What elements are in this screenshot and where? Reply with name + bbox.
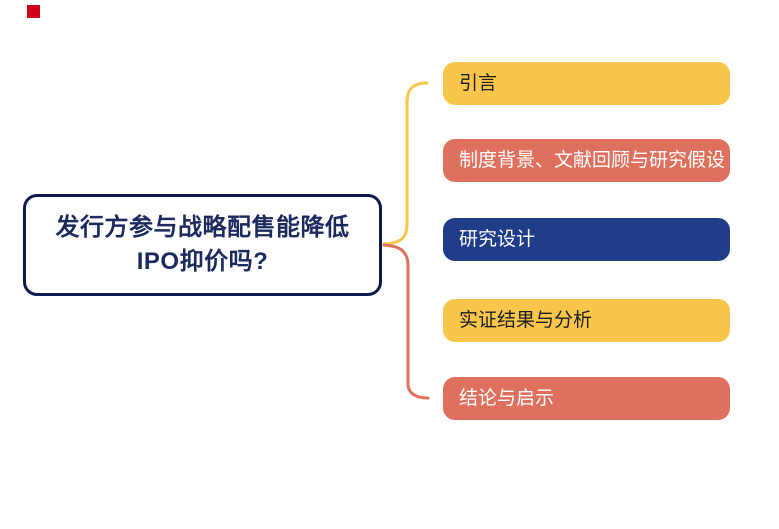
connector-brace-top bbox=[382, 81, 429, 246]
central-topic-line2: IPO抑价吗? bbox=[136, 248, 269, 275]
branch-node-empirical-results[interactable]: 实证结果与分析 bbox=[443, 299, 730, 342]
connector-brace-bottom bbox=[382, 243, 430, 400]
central-topic-line1: 发行方参与战略配售能降低 bbox=[55, 214, 350, 241]
central-topic-node[interactable]: 发行方参与战略配售能降低 IPO抑价吗? bbox=[23, 194, 382, 296]
branch-node-research-design[interactable]: 研究设计 bbox=[443, 218, 730, 261]
red-square-marker bbox=[27, 5, 40, 18]
branch-node-introduction[interactable]: 引言 bbox=[443, 62, 730, 105]
branch-node-background-literature-hypothesis[interactable]: 制度背景、文献回顾与研究假设 bbox=[443, 139, 730, 182]
branch-node-conclusions[interactable]: 结论与启示 bbox=[443, 377, 730, 420]
